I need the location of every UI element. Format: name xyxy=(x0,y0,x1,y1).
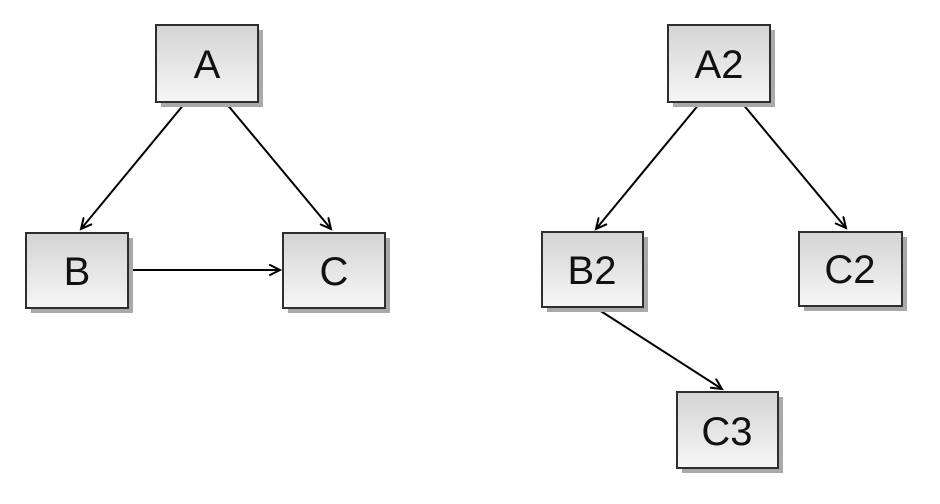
node-A2-label: A2 xyxy=(695,43,744,87)
graph-left: A B C xyxy=(25,24,390,313)
node-A2-box xyxy=(667,24,771,103)
node-B-label: B xyxy=(64,250,91,294)
node-B2-box xyxy=(541,231,644,308)
node-B: B xyxy=(25,232,133,313)
node-C: C xyxy=(282,232,390,313)
node-A-label: A xyxy=(194,43,221,87)
edge-A-C xyxy=(225,102,331,229)
edge-A2-B2 xyxy=(596,102,701,229)
node-C3-box xyxy=(676,391,779,469)
node-C3-label: C3 xyxy=(701,410,752,454)
node-A: A xyxy=(155,24,263,107)
edge-A2-C2 xyxy=(741,102,846,228)
node-C2-box xyxy=(798,231,903,307)
node-C2-label: C2 xyxy=(824,248,875,292)
edge-A-B xyxy=(81,102,186,229)
node-B2: B2 xyxy=(541,231,648,312)
node-B-box xyxy=(25,232,129,309)
node-C3: C3 xyxy=(676,391,783,473)
node-C-label: C xyxy=(320,250,349,294)
node-C-box xyxy=(282,232,386,309)
node-A-box xyxy=(155,24,259,103)
node-C2: C2 xyxy=(798,231,907,311)
graph-right: A2 B2 C2 C3 xyxy=(541,24,907,473)
edge-B2-C3 xyxy=(595,307,722,389)
node-A2: A2 xyxy=(667,24,775,107)
node-B2-label: B2 xyxy=(568,249,617,293)
